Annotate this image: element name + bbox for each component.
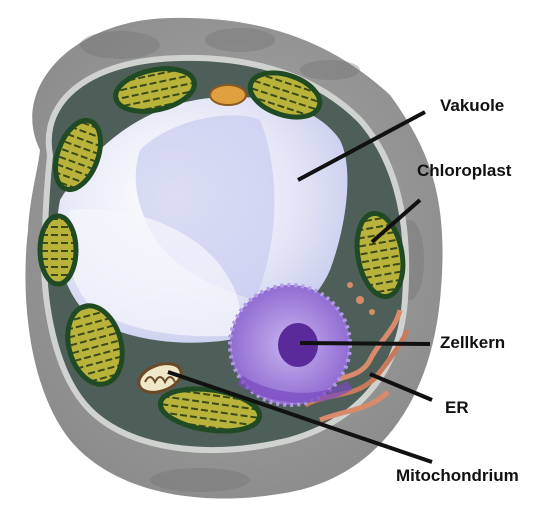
label-chloroplast: Chloroplast <box>417 161 511 181</box>
label-zellkern: Zellkern <box>440 333 505 353</box>
label-mitochondrium: Mitochondrium <box>396 466 519 486</box>
leader-line-zellkern <box>300 343 430 344</box>
label-vakuole: Vakuole <box>440 96 504 116</box>
label-er: ER <box>445 398 469 418</box>
